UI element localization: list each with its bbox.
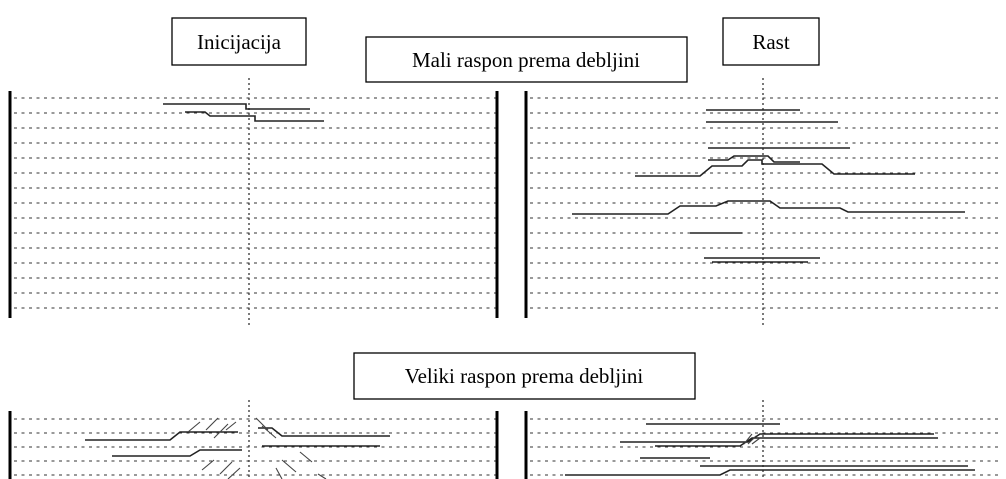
dotted-grid-lines [14,418,498,476]
dotted-grid-lines [530,97,1000,309]
crack-segments [572,109,965,263]
crack-segments [85,417,390,479]
label-box-small-range: Mali raspon prema debljini [365,36,688,83]
panel-small-range-initiation [8,78,499,328]
label-box-initiation: Inicijacija [171,17,307,66]
label-initiation: Inicijacija [197,30,282,54]
dotted-grid-lines [530,418,1000,476]
label-box-large-range: Veliki raspon prema debljini [353,352,696,400]
panel-large-range-initiation [8,400,499,479]
panel-large-range-growth [524,400,1000,479]
label-large-range: Veliki raspon prema debljini [405,364,644,388]
dotted-grid-lines [14,97,498,309]
label-box-growth: Rast [722,17,820,66]
crack-segments [565,423,975,476]
label-growth: Rast [752,30,790,54]
label-small-range: Mali raspon prema debljini [412,48,640,72]
panel-small-range-growth [524,78,1000,328]
crack-segments [163,103,324,122]
